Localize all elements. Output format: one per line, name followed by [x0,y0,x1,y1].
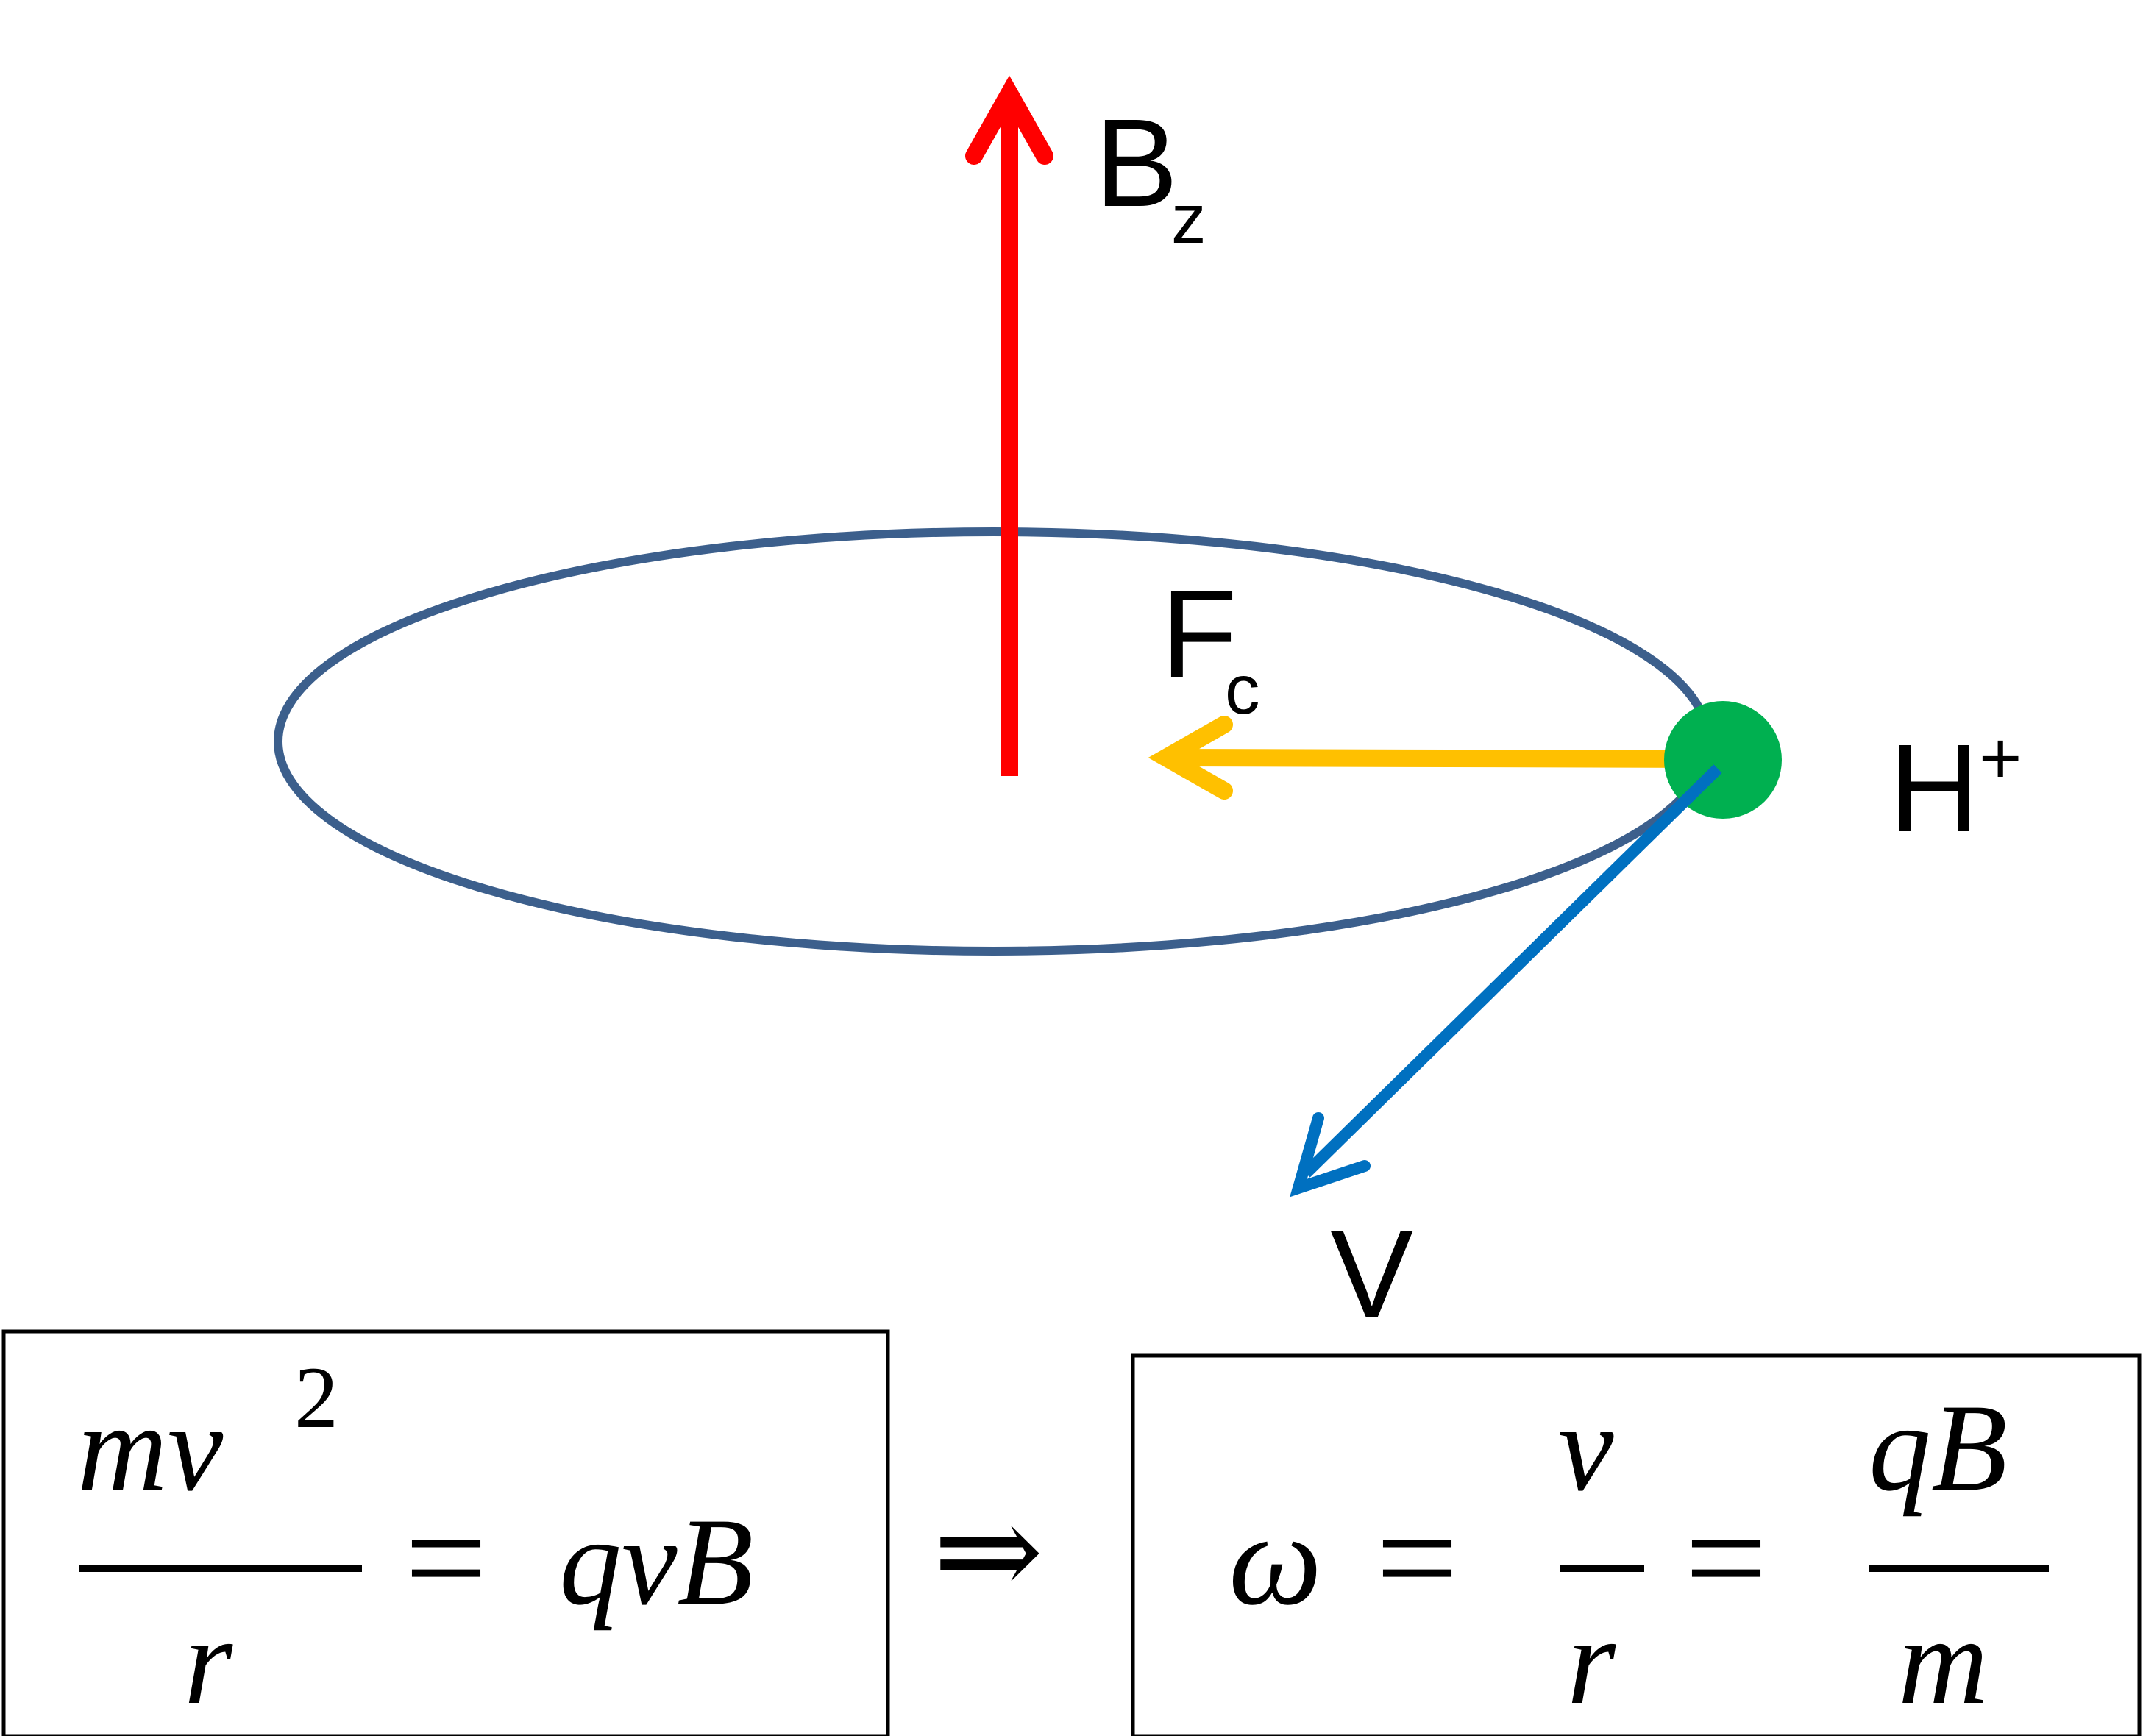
equation-box-right [1131,1353,2142,1736]
eq-left-denominator: r [184,1592,233,1730]
eq-left-equals: = [405,1477,488,1640]
eq-left-exponent: 2 [294,1348,338,1446]
eq-right-equals-1: = [1376,1477,1459,1640]
eq-right-equals-2: = [1685,1477,1768,1640]
centripetal-force-arrow [1148,716,1722,800]
label-h: H [1889,719,1980,858]
magnetic-field-arrow [965,75,1053,776]
orbit-ellipse [274,527,1713,956]
label-h-superscript: + [1979,717,2022,800]
label-b: B [1095,93,1178,233]
eq-right-frac2-denominator: m [1898,1592,1989,1730]
label-b-subscript: z [1171,180,1206,258]
eq-right-frac1-numerator: v [1558,1379,1614,1517]
eq-right-frac1-denominator: r [1567,1592,1616,1730]
label-f-subscript: c [1225,651,1260,729]
label-v: V [1330,1204,1413,1344]
eq-left-numerator: mv [77,1379,224,1517]
velocity-arrow [1290,764,1722,1198]
eq-right-frac2-numerator: qB [1869,1379,2008,1517]
eq-left-rhs: qvB [559,1493,753,1631]
eq-right-omega: ω [1229,1486,1322,1632]
implies-arrow: ⇒ [933,1479,1044,1625]
equation-box-left [1,1329,890,1736]
label-f: F [1161,564,1237,704]
